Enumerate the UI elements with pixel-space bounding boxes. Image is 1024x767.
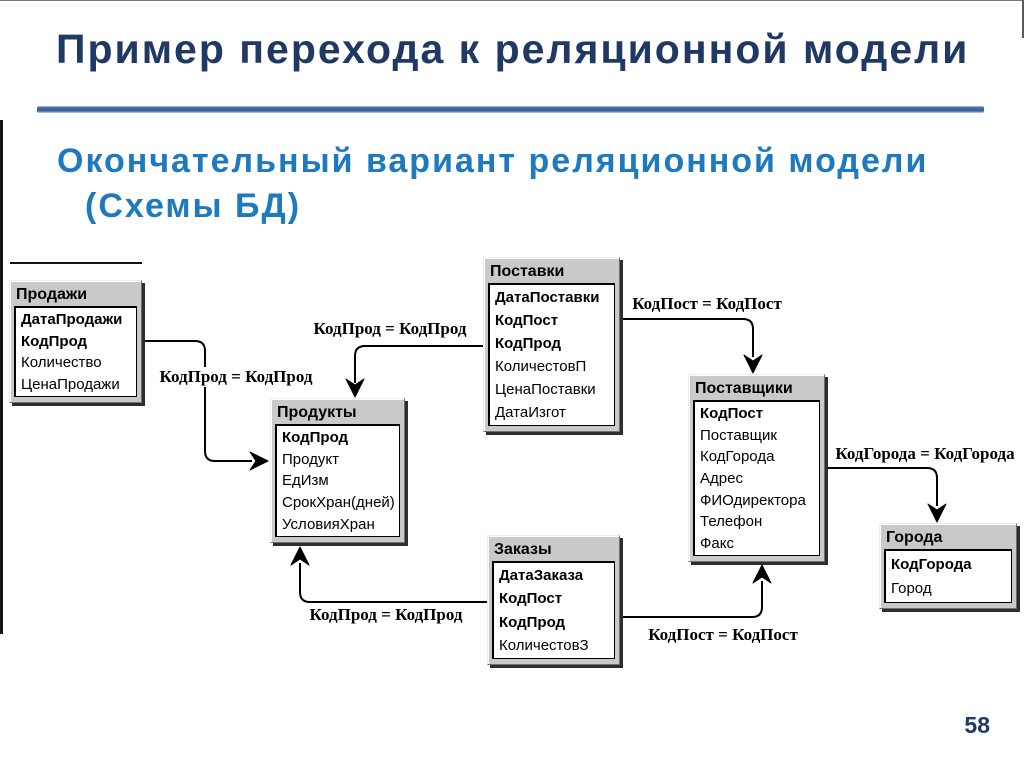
- subtitle-line-2: (Схемы БД): [85, 187, 302, 225]
- relation-label-supplies-products: КодПрод = КодПрод: [310, 319, 470, 339]
- slide-subtitle: Окончательный вариант реляционной модели…: [57, 139, 928, 229]
- table-products: Продукты КодПрод Продукт ЕдИзм СрокХран(…: [270, 398, 405, 543]
- table-suppliers: Поставщики КодПост Поставщик КодГорода А…: [688, 374, 825, 562]
- relation-label-supplies-suppliers: КодПост = КодПост: [629, 294, 785, 314]
- arrowhead-into-suppliers-top: [743, 354, 763, 374]
- field-list: КодПост Поставщик КодГорода Адрес ФИОдир…: [693, 400, 820, 556]
- arrowhead-into-suppliers-bottom: [752, 564, 772, 584]
- table-title: Продукты: [277, 404, 357, 421]
- field-list: КодГорода Город: [884, 549, 1012, 603]
- connector-supplies-products: [354, 345, 483, 383]
- table-orders: Заказы ДатаЗаказа КодПост КодПрод Количе…: [487, 535, 620, 665]
- arrowhead-into-products-bottom: [290, 546, 310, 566]
- arrowhead-into-cities-top: [927, 503, 947, 523]
- field-row: ЦенаПродажи: [21, 375, 120, 393]
- relation-label-suppliers-cities: КодГорода = КодГорода: [832, 444, 1018, 464]
- field-row: Поставщик: [700, 426, 777, 444]
- field-row: КоличестовЗ: [499, 636, 589, 654]
- connector-orders-products: [299, 563, 487, 603]
- field-row: УсловияХран: [282, 515, 375, 533]
- arrowhead-into-products-left: [249, 451, 269, 471]
- subtitle-line-1: Окончательный вариант реляционной модели: [57, 142, 929, 180]
- field-row: Продукт: [282, 450, 339, 468]
- field-row: Количество: [21, 354, 102, 372]
- arrowhead-into-products-top: [345, 378, 365, 398]
- relation-label-sales-products: КодПрод = КодПрод: [156, 367, 316, 387]
- field-row: КодПрод: [495, 335, 562, 352]
- relation-label-orders-products: КодПрод = КодПрод: [306, 605, 466, 625]
- slide-left-edge: [0, 120, 3, 634]
- page-number: 58: [964, 712, 990, 738]
- field-list: КодПрод Продукт ЕдИзм СрокХран(дней) Усл…: [275, 424, 400, 537]
- slide-right-edge: [1022, 0, 1024, 38]
- slide-title: Пример перехода к реляционной модели: [56, 26, 970, 72]
- connector-suppliers-cities: [825, 467, 938, 506]
- scan-artifact-line: [10, 262, 142, 264]
- field-row: КодПрод: [21, 332, 88, 350]
- field-row: КодПост: [499, 590, 563, 608]
- field-row: Факс: [700, 534, 734, 552]
- field-row: ДатаПоставки: [495, 289, 600, 306]
- field-row: ЦенаПоставки: [495, 381, 596, 398]
- table-sales: Продажи ДатаПродажи КодПрод Количество Ц…: [9, 280, 142, 403]
- table-title: Города: [886, 529, 943, 546]
- table-cities: Города КодГорода Город: [879, 523, 1017, 609]
- field-row: КоличестовП: [495, 358, 587, 375]
- connector-supplies-suppliers: [620, 318, 754, 357]
- field-row: Телефон: [700, 513, 763, 531]
- field-row: ДатаИзгот: [495, 404, 566, 421]
- field-row: КодПост: [495, 312, 559, 329]
- connector-orders-suppliers: [620, 581, 763, 618]
- field-list: ДатаЗаказа КодПост КодПрод КоличестовЗ: [492, 561, 615, 659]
- table-title: Поставщики: [695, 380, 793, 397]
- table-title: Поставки: [490, 263, 565, 280]
- connector-sales-products: [142, 340, 252, 462]
- field-list: ДатаПродажи КодПрод Количество ЦенаПрода…: [14, 306, 137, 397]
- relation-label-orders-suppliers: КодПост = КодПост: [645, 625, 801, 645]
- field-row: ДатаПродажи: [21, 311, 123, 329]
- slide-top-edge: [0, 0, 1024, 1]
- field-row: КодПрод: [282, 429, 349, 447]
- field-row: Адрес: [700, 469, 743, 487]
- field-row: ДатаЗаказа: [499, 567, 584, 585]
- table-title: Продажи: [16, 286, 88, 303]
- field-row: Город: [891, 580, 932, 598]
- field-row: ЕдИзм: [282, 472, 329, 490]
- field-row: КодГорода: [700, 448, 775, 466]
- field-row: КодПрод: [499, 613, 566, 631]
- field-row: КодГорода: [891, 555, 972, 573]
- field-row: ФИОдиректора: [700, 491, 806, 509]
- table-title: Заказы: [494, 541, 552, 558]
- field-row: КодПост: [700, 405, 764, 423]
- field-list: ДатаПоставки КодПост КодПрод КоличестовП…: [488, 283, 615, 426]
- field-row: СрокХран(дней): [282, 494, 395, 512]
- title-divider-rule: [37, 106, 984, 113]
- table-supplies: Поставки ДатаПоставки КодПост КодПрод Ко…: [483, 257, 620, 432]
